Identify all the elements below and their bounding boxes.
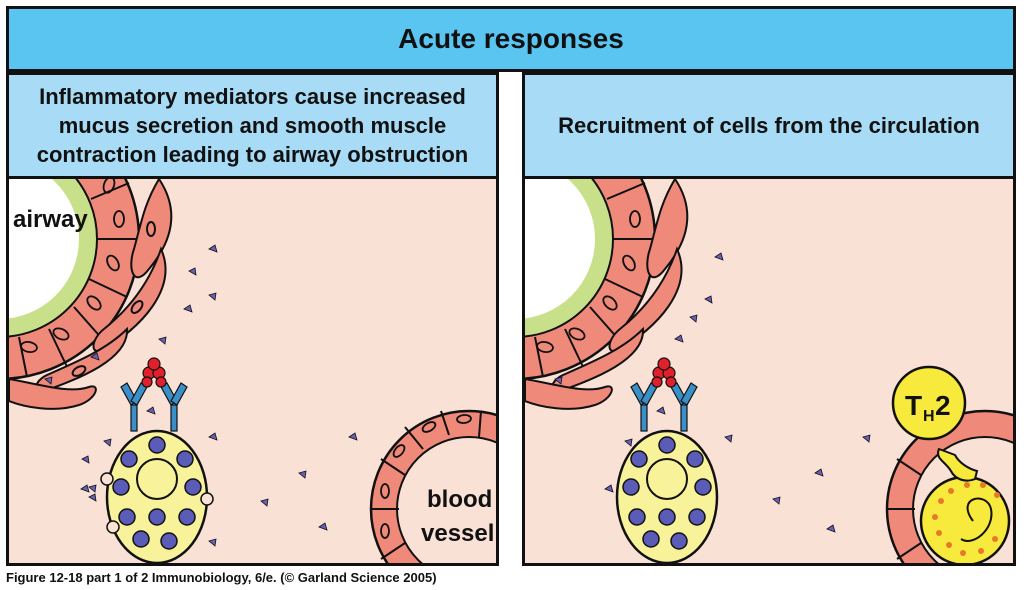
th2-label-sub: H — [923, 408, 935, 425]
panel-left-title: Inflammatory mediators cause increased m… — [37, 82, 469, 169]
inflammatory-mediators — [44, 244, 358, 547]
ige-antibodies — [630, 382, 698, 432]
panel-left-title-line-3: contraction leading to airway obstructio… — [36, 142, 469, 167]
smooth-muscle — [525, 179, 689, 410]
right-scene: T H 2 — [525, 179, 1013, 563]
th2-cell: T H 2 — [891, 365, 979, 482]
smooth-muscle — [9, 179, 173, 410]
panel-inflammatory-mediators: Inflammatory mediators cause increased m… — [6, 72, 499, 566]
blood-vessel-label-line-2: vessel — [421, 520, 494, 547]
circulating-cell — [919, 475, 1011, 563]
mast-cell — [615, 357, 719, 563]
blood-vessel: T H 2 — [885, 365, 1013, 563]
title-bar: Acute responses — [6, 6, 1016, 72]
left-scene: airway — [9, 179, 496, 563]
th2-label-t: T — [905, 390, 922, 421]
panel-right-title: Recruitment of cells from the circulatio… — [558, 113, 980, 138]
th2-label-num: 2 — [935, 390, 951, 421]
airway — [525, 179, 657, 380]
mast-cell — [80, 357, 214, 563]
panel-left-header: Inflammatory mediators cause increased m… — [9, 75, 496, 179]
panel-cell-recruitment: Recruitment of cells from the circulatio… — [522, 72, 1016, 566]
inflammatory-mediators — [554, 252, 871, 533]
ige-antibodies — [120, 382, 188, 432]
figure-title: Acute responses — [398, 23, 624, 54]
airway-label: airway — [13, 206, 88, 233]
panel-left-title-line-1: Inflammatory mediators cause increased — [39, 84, 466, 109]
airway: airway — [9, 179, 141, 380]
panel-right-header: Recruitment of cells from the circulatio… — [525, 75, 1013, 179]
figure-caption: Figure 12-18 part 1 of 2 Immunobiology, … — [6, 570, 437, 585]
allergen — [141, 357, 167, 388]
allergen — [651, 357, 677, 388]
blood-vessel: blood vessel — [369, 409, 496, 563]
blood-vessel-label-line-1: blood — [427, 486, 492, 513]
panel-left-title-line-2: mucus secretion and smooth muscle — [58, 113, 447, 138]
